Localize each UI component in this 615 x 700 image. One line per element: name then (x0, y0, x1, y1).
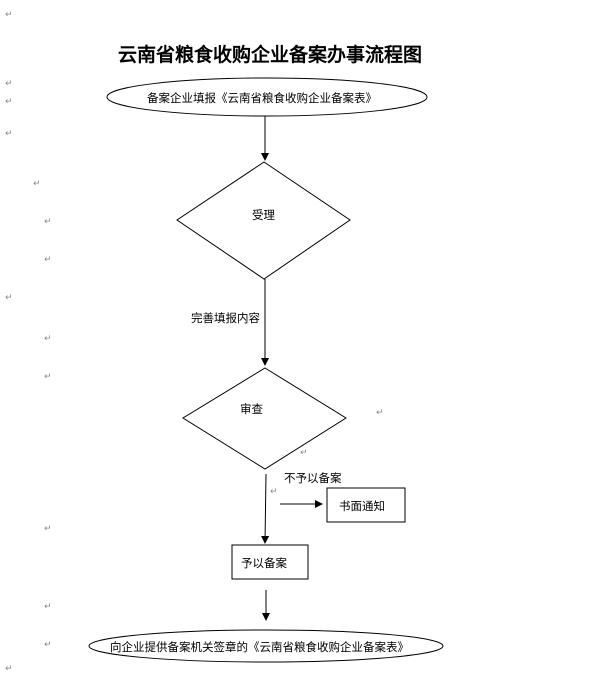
paragraph-mark: ↵ (44, 524, 52, 534)
approve-text: 予以备案 (241, 556, 287, 570)
paragraph-mark: ↵ (270, 487, 278, 497)
written-notice-text: 书面通知 (339, 499, 385, 513)
written-notice-box (326, 487, 406, 523)
paragraph-mark: ↵ (300, 448, 308, 458)
paragraph-mark: ↵ (44, 217, 52, 227)
paragraph-mark: ↵ (5, 129, 13, 139)
improve-label: 完善填报内容 (191, 311, 260, 325)
paragraph-mark: ↵ (44, 602, 52, 612)
paragraph-mark: ↵ (5, 664, 13, 674)
review-text: 审查 (240, 402, 263, 416)
approve-box (231, 544, 309, 580)
review-diamond (182, 367, 347, 470)
paragraph-mark: ↵ (5, 293, 13, 303)
paragraph-mark: ↵ (5, 10, 13, 20)
paragraph-mark: ↵ (5, 79, 13, 89)
paragraph-mark: ↵ (44, 334, 52, 344)
end-text: 向企业提供备案机关签章的《云南省粮食收购企业备案表》 (110, 640, 409, 654)
start-text: 备案企业填报《云南省粮食收购企业备案表》 (147, 91, 377, 105)
paragraph-mark: ↵ (44, 255, 52, 265)
end-ellipse (88, 629, 444, 663)
paragraph-mark: ↵ (5, 97, 13, 107)
paragraph-mark: ↵ (44, 640, 52, 650)
start-ellipse (106, 77, 428, 117)
accept-text: 受理 (252, 208, 275, 222)
paragraph-mark: ↵ (376, 408, 384, 418)
page-title: 云南省粮食收购企业备案办事流程图 (117, 44, 422, 66)
accept-diamond (176, 161, 351, 280)
reject-label: 不予以备案 (284, 471, 342, 485)
arrow-3 (261, 473, 270, 544)
paragraph-mark: ↵ (33, 179, 41, 189)
paragraph-mark: ↵ (44, 372, 52, 382)
